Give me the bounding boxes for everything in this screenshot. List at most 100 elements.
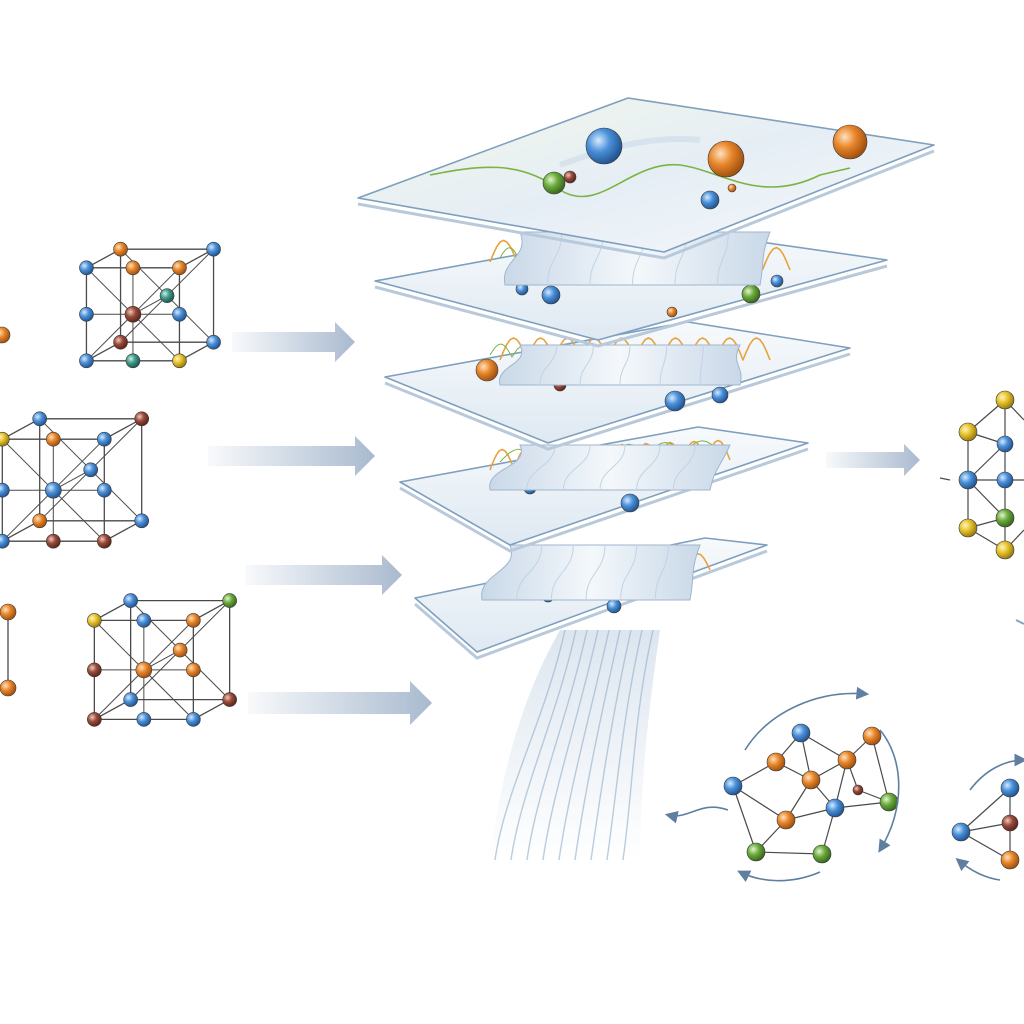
output-arrow (826, 444, 920, 476)
atom (838, 751, 856, 769)
atom (126, 261, 140, 275)
atom (742, 285, 760, 303)
curved-arrow-icon (958, 860, 1000, 880)
layer-sheet (358, 98, 934, 252)
arrow-icon (208, 436, 375, 476)
atom (543, 172, 565, 194)
atom (728, 184, 736, 192)
atom (724, 777, 742, 795)
curved-arrow-icon (740, 872, 820, 881)
atom (665, 391, 685, 411)
bond (180, 601, 230, 651)
bond (53, 490, 104, 541)
atom (802, 771, 820, 789)
bond (2, 439, 53, 490)
atom (564, 171, 576, 183)
atom (186, 613, 200, 627)
atom (46, 534, 60, 548)
bond (756, 852, 822, 854)
bond (2, 490, 53, 541)
bond (733, 786, 786, 820)
bond (94, 670, 144, 720)
atom (996, 541, 1014, 559)
atom (0, 327, 10, 343)
atom (207, 335, 221, 349)
atom (1002, 815, 1018, 831)
molecular-cluster-icon (724, 724, 898, 863)
atom (172, 307, 186, 321)
atom (708, 141, 744, 177)
atom (959, 519, 977, 537)
atom (114, 335, 128, 349)
atom (137, 613, 151, 627)
bond (144, 620, 194, 670)
atom (777, 811, 795, 829)
atom (114, 242, 128, 256)
bond (733, 786, 756, 852)
bond (40, 419, 91, 470)
atom (79, 261, 93, 275)
arrow-icon (248, 681, 432, 725)
curved-arrow-icon (745, 693, 866, 750)
atom (997, 436, 1013, 452)
input-lattices (0, 242, 237, 726)
funnel-tail (490, 630, 660, 860)
atom (771, 275, 783, 287)
atom (0, 483, 9, 497)
atom (33, 514, 47, 528)
atom (701, 191, 719, 209)
atom (826, 799, 844, 817)
atom (172, 354, 186, 368)
atom (84, 463, 98, 477)
atom (87, 712, 101, 726)
bond (91, 470, 142, 521)
atom (997, 472, 1013, 488)
layer-connector (482, 545, 700, 600)
atom (125, 306, 141, 322)
atom (124, 693, 138, 707)
atom (45, 482, 61, 498)
bond (872, 736, 889, 802)
arrow-icon (232, 322, 355, 362)
bond (180, 650, 230, 700)
atom (1001, 779, 1019, 797)
atom (172, 261, 186, 275)
crystal-lattice-icon (87, 594, 236, 727)
atom (1001, 851, 1019, 869)
bond (940, 478, 950, 480)
atom (0, 680, 16, 696)
bond (131, 601, 181, 651)
atom (173, 643, 187, 657)
bond (53, 439, 104, 490)
atom (767, 753, 785, 771)
arrow-icon (826, 444, 920, 476)
bond (91, 419, 142, 470)
atom (621, 494, 639, 512)
atom (79, 307, 93, 321)
atom (952, 823, 970, 841)
layer-stack (358, 98, 934, 658)
atom (959, 423, 977, 441)
wavy-sheet-icon (358, 98, 934, 258)
atom (124, 594, 138, 608)
bond (94, 620, 144, 670)
atom (160, 289, 174, 303)
crystal-lattice-icon (940, 391, 1024, 559)
bond (86, 268, 133, 315)
atom (46, 432, 60, 446)
arrow-icon (245, 555, 402, 595)
atom (712, 387, 728, 403)
atom (813, 845, 831, 863)
atom (186, 712, 200, 726)
atom (126, 354, 140, 368)
atom (135, 412, 149, 426)
atom (853, 785, 863, 795)
atom (97, 483, 111, 497)
atom (542, 286, 560, 304)
atom (97, 432, 111, 446)
arrow-fragment (1016, 620, 1024, 624)
atom (792, 724, 810, 742)
crystal-lattice-icon (79, 242, 220, 368)
atom (87, 663, 101, 677)
